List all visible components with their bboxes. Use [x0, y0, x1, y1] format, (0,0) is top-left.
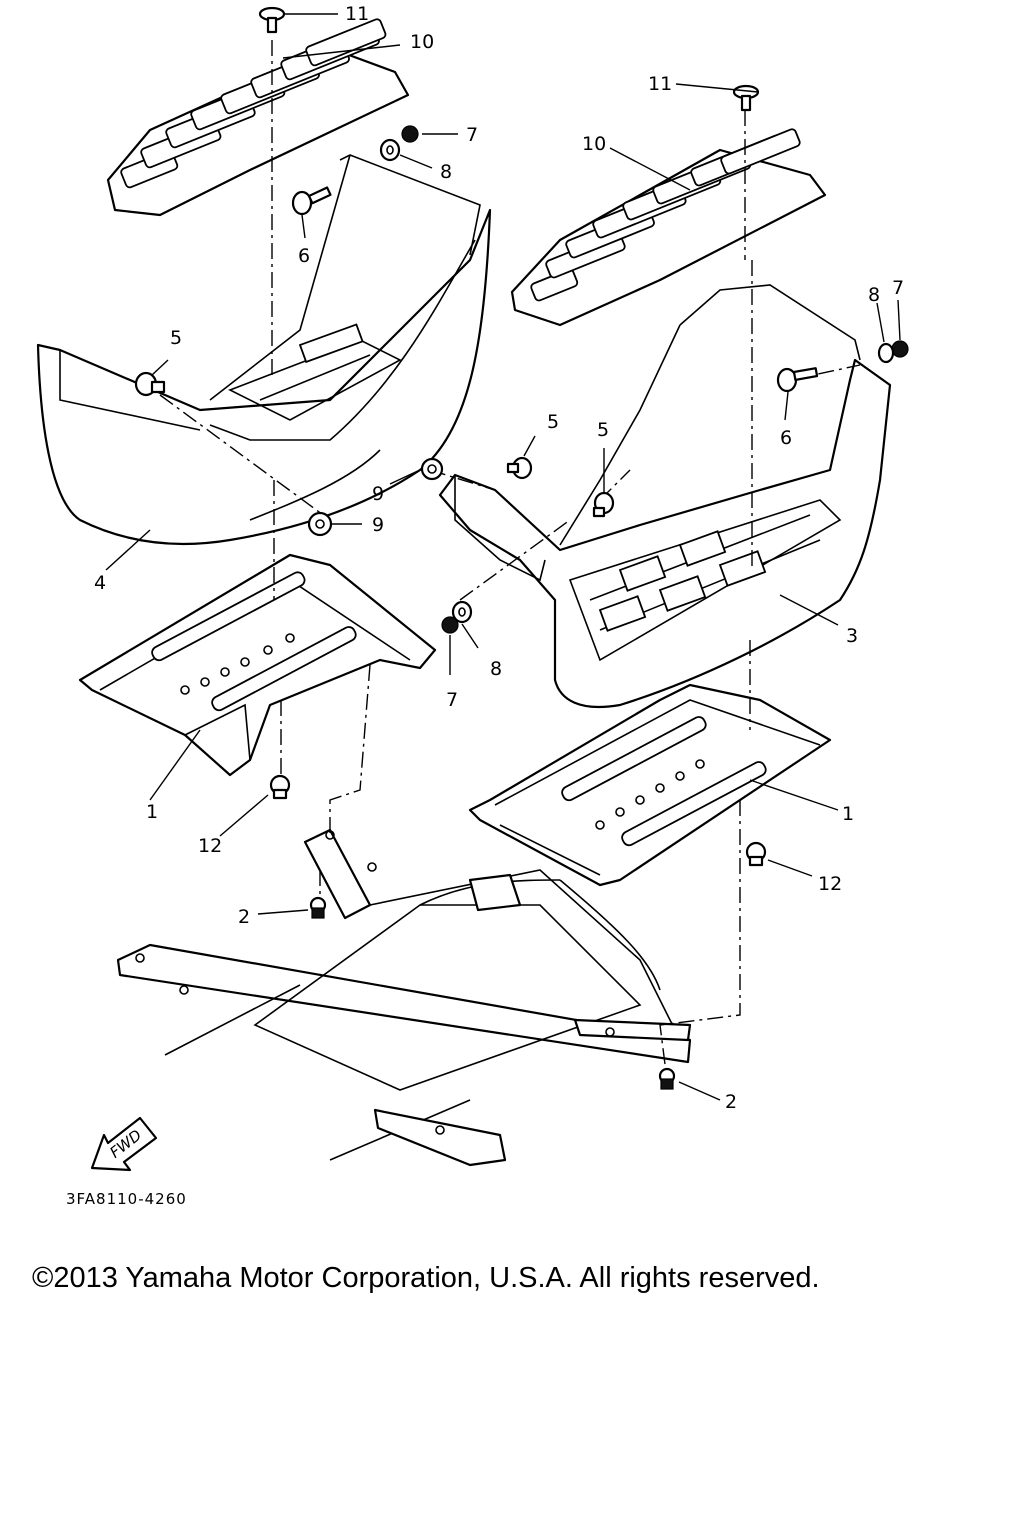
- right-foot-peg-10: [510, 128, 827, 327]
- forward-direction-arrow: FWD: [90, 1116, 158, 1172]
- screw-11-left: [258, 6, 286, 34]
- nut-7-left-top: [401, 125, 419, 143]
- washer-8-left: [379, 138, 401, 162]
- assembly-centerlines: [159, 40, 861, 1081]
- callout-10: 10: [410, 31, 434, 53]
- frame-assembly: [116, 828, 692, 1167]
- callout-5: 5: [547, 411, 559, 433]
- callout-6: 6: [298, 245, 310, 267]
- callout-8: 8: [440, 161, 452, 183]
- washer-8-right: [877, 342, 895, 364]
- exploded-parts-diagram: FWD 1 1 2 2 3 4 5 5 5 6 6 7 7 7 8 8 8 9 …: [36, 3, 909, 1208]
- callout-9: 9: [372, 514, 384, 536]
- callout-7: 7: [446, 689, 458, 711]
- callout-9: 9: [372, 483, 384, 505]
- left-bracket-plate-1: [78, 553, 437, 777]
- callout-1: 1: [842, 803, 854, 825]
- nut-7-center: [441, 616, 459, 634]
- right-footrest-3: [438, 284, 892, 709]
- callout-labels: 1 1 2 2 3 4 5 5 5 6 6 7 7 7 8 8 8 9 9 10…: [94, 3, 904, 1113]
- bolt-6-right: [776, 367, 819, 393]
- bolt-2-left: [309, 896, 327, 919]
- callout-11: 11: [345, 3, 369, 25]
- callout-5: 5: [170, 327, 182, 349]
- left-footrest-4: [36, 154, 492, 545]
- nut-9-center: [420, 457, 444, 481]
- callout-7: 7: [892, 277, 904, 299]
- leader-lines: [105, 13, 901, 1101]
- callout-3: 3: [846, 625, 858, 647]
- bolt-6-left: [291, 186, 332, 216]
- bolt-5-center: [506, 456, 533, 480]
- callout-6: 6: [780, 427, 792, 449]
- callout-8: 8: [490, 658, 502, 680]
- grommet-12-left: [269, 774, 291, 800]
- callout-8: 8: [868, 284, 880, 306]
- bolt-5-left: [134, 371, 166, 397]
- callout-5: 5: [597, 419, 609, 441]
- washer-8-center: [451, 600, 473, 624]
- grommet-12-right: [745, 841, 767, 867]
- left-foot-peg-10: [106, 18, 410, 217]
- callout-12: 12: [198, 835, 222, 857]
- copyright-notice: ©2013 Yamaha Motor Corporation, U.S.A. A…: [32, 1262, 820, 1294]
- callout-10: 10: [582, 133, 606, 155]
- right-bracket-plate-1: [468, 683, 832, 887]
- callout-12: 12: [818, 873, 842, 895]
- callout-1: 1: [146, 801, 158, 823]
- callout-2: 2: [725, 1091, 737, 1113]
- bolt-5-right: [592, 491, 615, 518]
- callout-2: 2: [238, 906, 250, 928]
- callout-7: 7: [466, 124, 478, 146]
- callout-11: 11: [648, 73, 672, 95]
- nut-7-right-top: [891, 340, 909, 358]
- nut-9-left: [307, 511, 333, 537]
- drawing-code: 3FA8110-4260: [66, 1190, 187, 1208]
- callout-4: 4: [94, 572, 106, 594]
- fasteners: [134, 6, 909, 1090]
- bolt-2-right: [658, 1067, 676, 1090]
